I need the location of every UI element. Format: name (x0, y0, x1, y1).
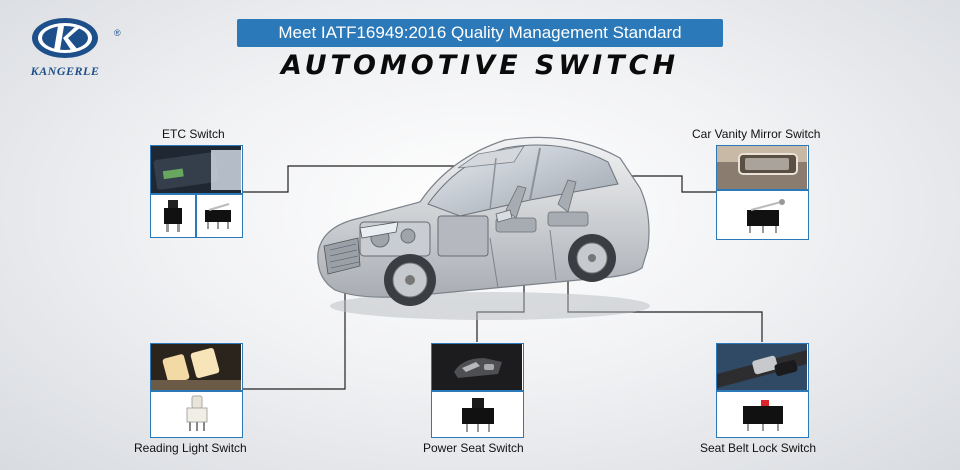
reading-light-switch-label: Reading Light Switch (134, 441, 247, 455)
reading-light-photo (151, 344, 241, 390)
brand-logo[interactable]: KANGERLE ® (22, 14, 121, 80)
vanity-mirror-switch-label: Car Vanity Mirror Switch (692, 127, 821, 141)
micro-switch-icon (205, 203, 231, 229)
brand-name: KANGERLE (30, 64, 100, 78)
seat-belt-photo (717, 344, 807, 390)
seat-belt-lock-switch-label: Seat Belt Lock Switch (700, 441, 817, 455)
micro-switch-icon (743, 400, 783, 431)
etc-device-photo (151, 146, 241, 194)
etc-switch-card[interactable] (150, 145, 243, 238)
power-seat-photo (432, 344, 522, 390)
standard-banner: Meet IATF16949:2016 Quality Management S… (237, 19, 723, 47)
vanity-mirror-photo (717, 146, 807, 190)
power-seat-switch-label: Power Seat Switch (423, 441, 524, 455)
micro-switch-icon (186, 395, 208, 431)
power-seat-switch-card[interactable] (431, 343, 524, 438)
seat-belt-lock-switch-card[interactable] (716, 343, 809, 438)
registered-mark: ® (114, 28, 121, 38)
micro-switch-icon (747, 199, 785, 233)
etc-switch-label: ETC Switch (162, 127, 225, 141)
micro-switch-icon (462, 398, 494, 432)
page-title: AUTOMOTIVE SWITCH (280, 50, 680, 81)
car-illustration (317, 136, 650, 320)
micro-switch-icon (164, 200, 182, 232)
vanity-mirror-switch-card[interactable] (716, 145, 809, 240)
kangerle-logo-icon (32, 18, 98, 58)
reading-light-switch-card[interactable] (150, 343, 243, 438)
